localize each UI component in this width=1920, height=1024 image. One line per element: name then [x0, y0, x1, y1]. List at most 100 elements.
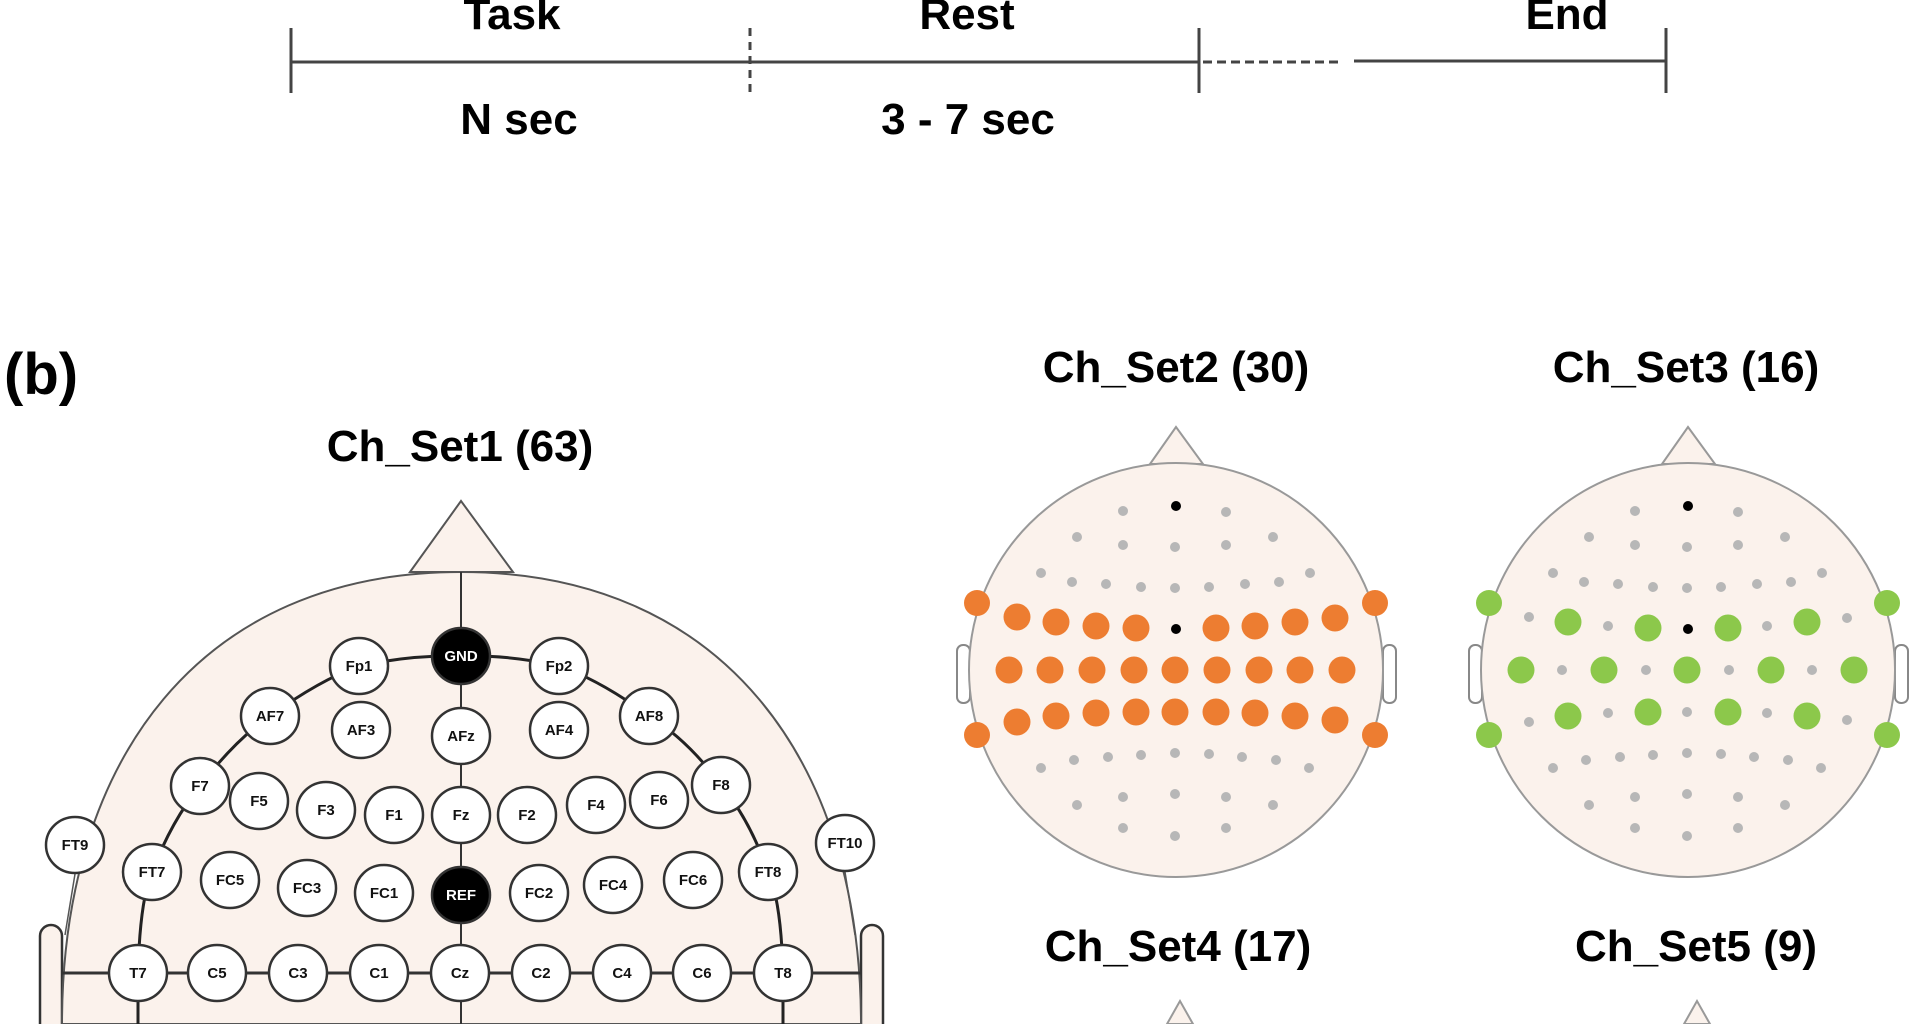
selected-electrode — [1793, 702, 1821, 730]
unselected-electrode — [1682, 707, 1692, 717]
selected-electrode — [1078, 656, 1106, 684]
unselected-electrode — [1221, 792, 1231, 802]
unselected-electrode — [1103, 752, 1113, 762]
ft9-connector — [64, 873, 76, 936]
unselected-electrode — [1733, 540, 1743, 550]
selected-electrode — [1003, 603, 1031, 631]
selected-electrode — [1122, 614, 1150, 642]
electrode-f2: F2 — [496, 785, 558, 845]
selected-electrode — [1793, 608, 1821, 636]
electrode-circle — [429, 943, 491, 1003]
unselected-electrode — [1584, 532, 1594, 542]
selected-electrode — [1202, 698, 1230, 726]
ch-set2-title: Ch_Set2 (30) — [1043, 343, 1310, 392]
phase-label-task: Task — [463, 0, 561, 39]
unselected-electrode — [1780, 800, 1790, 810]
electrode-ref: REF — [430, 865, 492, 925]
unselected-electrode — [1170, 542, 1180, 552]
phase-label-end: End — [1525, 0, 1608, 39]
unselected-electrode — [1221, 507, 1231, 517]
electrode-t7: T7 — [107, 943, 169, 1003]
electrode-f8: F8 — [690, 755, 752, 815]
reference-electrode — [1171, 501, 1181, 511]
unselected-electrode — [1780, 532, 1790, 542]
unselected-electrode — [1548, 568, 1558, 578]
selected-electrode — [964, 590, 990, 616]
selected-electrode — [1634, 614, 1662, 642]
panel-label-b: (b) — [4, 342, 78, 407]
electrode-label: F6 — [650, 792, 668, 809]
selected-electrode — [1036, 656, 1064, 684]
electrode-label: F4 — [587, 797, 605, 814]
electrode-label: FT8 — [755, 864, 782, 881]
electrode-ft7: FT7 — [121, 842, 183, 902]
unselected-electrode — [1716, 582, 1726, 592]
electrode-label: AFz — [447, 728, 475, 745]
selected-electrode — [1161, 656, 1189, 684]
reference-electrode — [1171, 624, 1181, 634]
unselected-electrode — [1067, 577, 1077, 587]
selected-electrode — [1634, 698, 1662, 726]
unselected-electrode — [1221, 823, 1231, 833]
electrode-c1: C1 — [348, 943, 410, 1003]
electrode-ft9: FT9 — [44, 815, 106, 875]
unselected-electrode — [1237, 752, 1247, 762]
selected-electrode — [1362, 722, 1388, 748]
electrode-label: Cz — [451, 965, 469, 982]
selected-electrode — [1714, 614, 1742, 642]
electrode-fp2: Fp2 — [528, 636, 590, 696]
electrode-f6: F6 — [628, 770, 690, 830]
electrode-circle — [430, 785, 492, 845]
left-ear-icon — [38, 923, 64, 1024]
ch-set4-nose-icon — [1165, 998, 1195, 1024]
electrode-f7: F7 — [169, 756, 231, 816]
electrode-label: Fp1 — [346, 658, 373, 675]
electrode-label: REF — [446, 887, 476, 904]
unselected-electrode — [1648, 750, 1658, 760]
electrode-circle — [496, 785, 558, 845]
electrode-label: FC6 — [679, 872, 707, 889]
electrode-ft10: FT10 — [814, 813, 876, 873]
unselected-electrode — [1579, 577, 1589, 587]
electrode-label: F5 — [250, 793, 268, 810]
electrode-label: C5 — [207, 965, 226, 982]
selected-electrode — [1554, 608, 1582, 636]
unselected-electrode — [1240, 579, 1250, 589]
electrode-label: F7 — [191, 778, 209, 795]
unselected-electrode — [1807, 665, 1817, 675]
selected-electrode — [1082, 699, 1110, 727]
selected-electrode — [995, 656, 1023, 684]
selected-electrode — [1203, 656, 1231, 684]
unselected-electrode — [1170, 583, 1180, 593]
selected-electrode — [1120, 656, 1148, 684]
electrode-label: AF7 — [256, 708, 284, 725]
electrode-label: FC1 — [370, 885, 398, 902]
reference-electrode — [1683, 624, 1693, 634]
unselected-electrode — [1524, 612, 1534, 622]
selected-electrode — [1281, 702, 1309, 730]
electrode-label: C4 — [612, 965, 632, 982]
selected-electrode — [1122, 698, 1150, 726]
unselected-electrode — [1305, 568, 1315, 578]
selected-electrode — [964, 722, 990, 748]
unselected-electrode — [1733, 823, 1743, 833]
electrode-fp1: Fp1 — [328, 636, 390, 696]
unselected-electrode — [1170, 789, 1180, 799]
unselected-electrode — [1733, 507, 1743, 517]
unselected-electrode — [1118, 792, 1128, 802]
unselected-electrode — [1548, 763, 1558, 773]
unselected-electrode — [1069, 755, 1079, 765]
electrode-circle — [121, 842, 183, 902]
right-ear-icon — [1894, 644, 1909, 704]
selected-electrode — [1281, 608, 1309, 636]
unselected-electrode — [1749, 752, 1759, 762]
selected-electrode — [1476, 722, 1502, 748]
selected-electrode — [1554, 702, 1582, 730]
electrode-gnd: GND — [430, 626, 492, 686]
reference-electrode — [1683, 501, 1693, 511]
unselected-electrode — [1170, 831, 1180, 841]
selected-electrode — [1874, 590, 1900, 616]
electrode-fc4: FC4 — [582, 855, 644, 915]
unselected-electrode — [1816, 763, 1826, 773]
